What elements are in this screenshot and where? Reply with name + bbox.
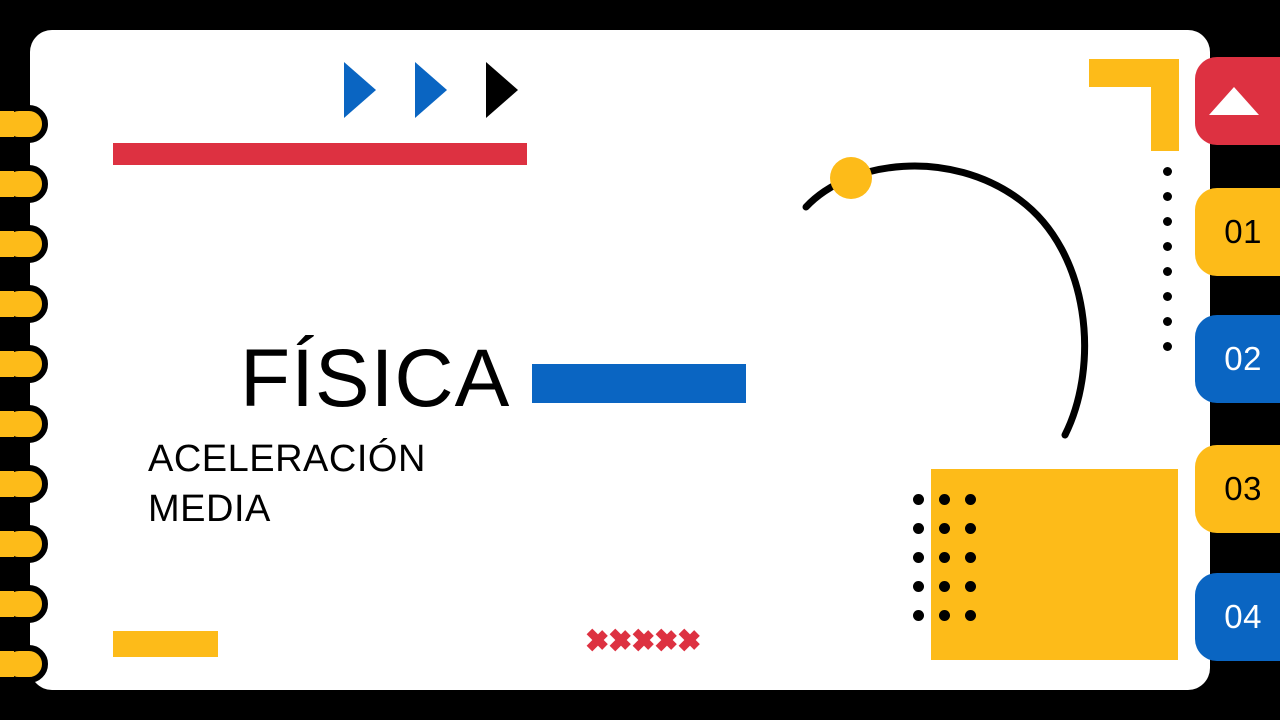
page-title: FÍSICA (240, 333, 511, 424)
dot (965, 523, 976, 534)
dot (913, 581, 924, 592)
spiral-ring (0, 105, 48, 143)
title-block: FÍSICA ACELERACIÓN MEDIA (148, 338, 708, 534)
spiral-ring (0, 345, 48, 383)
dot (939, 494, 950, 505)
red-accent-bar (113, 143, 527, 165)
dot (913, 610, 924, 621)
dot (939, 610, 950, 621)
play-triangle-icon (415, 62, 447, 118)
arc-path (802, 162, 1089, 439)
dot (913, 494, 924, 505)
dot (939, 581, 950, 592)
spiral-ring (0, 165, 48, 203)
spiral-ring (0, 645, 48, 683)
dot (913, 523, 924, 534)
dot (913, 552, 924, 563)
dot-column-group (1163, 167, 1172, 351)
dot (965, 581, 976, 592)
spiral-ring (0, 525, 48, 563)
dot (1163, 167, 1172, 176)
tab-label: 02 (1224, 340, 1262, 377)
dot (1163, 217, 1172, 226)
dot (965, 610, 976, 621)
corner-bracket-shape (1089, 59, 1179, 151)
tab-label: 03 (1224, 470, 1262, 507)
dot (965, 552, 976, 563)
dot (965, 494, 976, 505)
corner-bracket-vertical (1151, 59, 1179, 151)
triangle-up-icon (1209, 87, 1259, 115)
tab-strip: 01 02 03 04 (1190, 0, 1280, 720)
dot (1163, 317, 1172, 326)
dot (1163, 192, 1172, 201)
play-triangle-icon (486, 62, 518, 118)
spiral-ring (0, 225, 48, 263)
dot (1163, 267, 1172, 276)
tab-home[interactable] (1195, 57, 1280, 145)
arrow-triangle-group (344, 62, 518, 118)
dot (939, 523, 950, 534)
dot-grid-group (913, 494, 991, 639)
tab-section-02[interactable]: 02 (1195, 315, 1280, 403)
tab-section-03[interactable]: 03 (1195, 445, 1280, 533)
spiral-ring (0, 465, 48, 503)
spiral-ring (0, 405, 48, 443)
chevron-left-icon (694, 620, 714, 662)
dot (1163, 342, 1172, 351)
tab-label: 04 (1224, 598, 1262, 635)
spiral-ring (0, 285, 48, 323)
chevron-group (602, 620, 714, 662)
tab-section-04[interactable]: 04 (1195, 573, 1280, 661)
play-triangle-icon (344, 62, 376, 118)
tab-section-01[interactable]: 01 (1195, 188, 1280, 276)
dot (939, 552, 950, 563)
dot (1163, 292, 1172, 301)
spiral-binding (0, 0, 60, 720)
yellow-accent-bar (113, 631, 218, 657)
arc-endpoint-dot (830, 157, 872, 199)
dot (1163, 242, 1172, 251)
page-subtitle: ACELERACIÓN MEDIA (148, 438, 426, 531)
tab-label: 01 (1224, 213, 1262, 250)
spiral-ring (0, 585, 48, 623)
blue-accent-bar (532, 364, 746, 403)
slide-page-card: FÍSICA ACELERACIÓN MEDIA (30, 30, 1210, 690)
